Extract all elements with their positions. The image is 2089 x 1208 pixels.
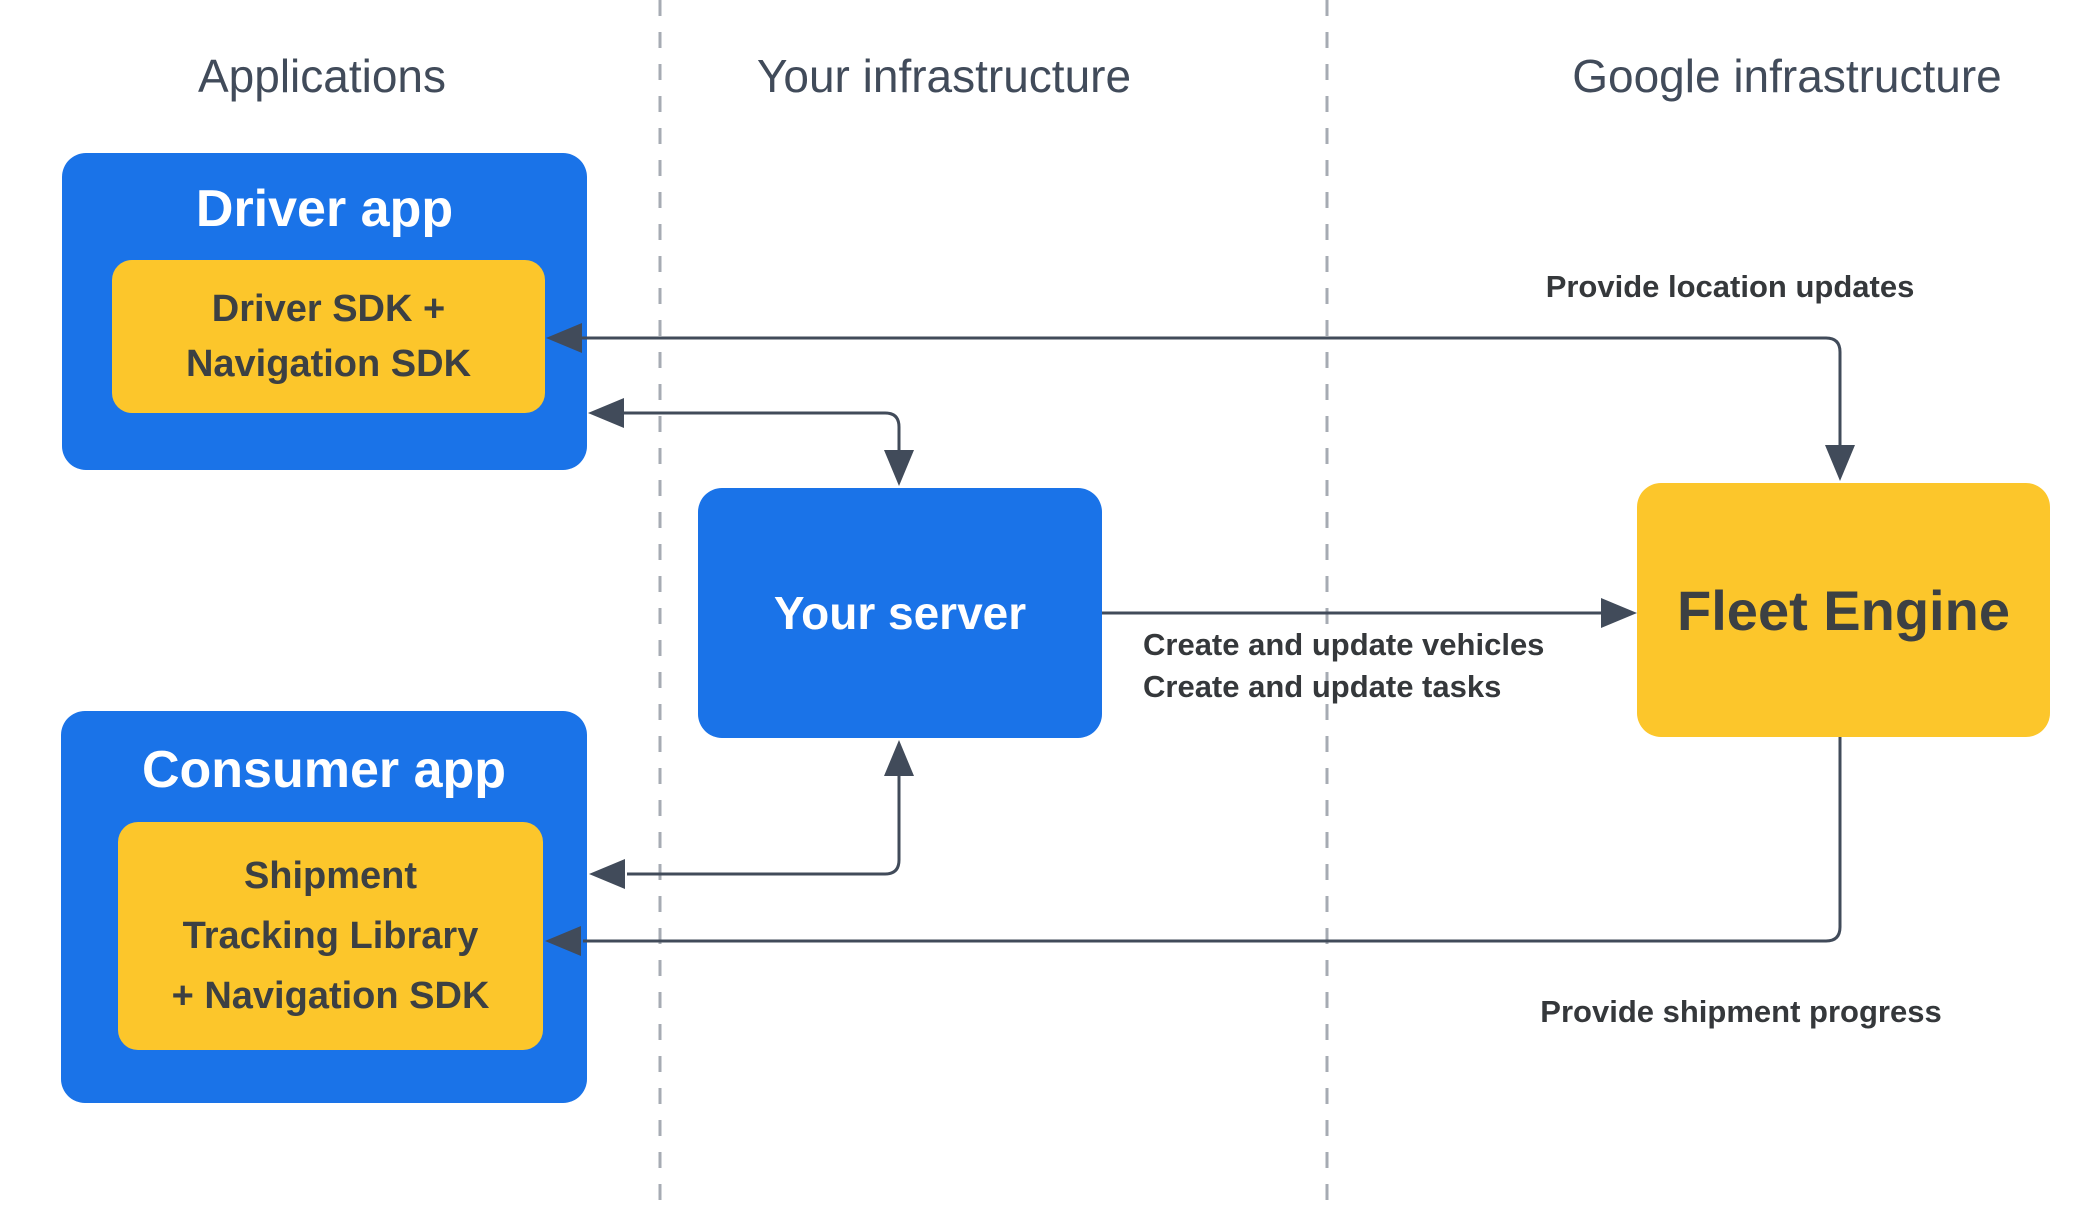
column-header-applications: Applications <box>197 50 447 102</box>
label-create-and-update-vehicles: Create and update vehicles <box>1143 627 1545 662</box>
shipment-tracking-line: + Navigation SDK <box>171 975 490 1017</box>
arrowhead-into-your-server-bottom <box>884 740 914 776</box>
your-server-title: Your server <box>773 587 1027 639</box>
fleet-engine-title: Fleet Engine <box>1677 578 2010 642</box>
shipment-tracking-line: Shipment <box>243 855 418 897</box>
arrowhead-into-consumer-app <box>589 859 625 889</box>
arrow-provide-shipment-progress <box>583 737 1842 943</box>
arrow-driver-app-your-server <box>622 411 901 452</box>
driver-sdk-line: Navigation SDK <box>185 342 472 385</box>
your-server-node: Your server <box>698 488 1102 738</box>
label-provide-location-updates: Provide location updates <box>1545 269 1915 304</box>
arrowhead-into-fleet-engine-left <box>1601 598 1637 628</box>
arrowhead-into-fleet-engine-top <box>1825 445 1855 481</box>
consumer-app-title: Consumer app <box>141 741 507 799</box>
column-header-google-infrastructure: Google infrastructure <box>1572 50 2002 102</box>
driver-app-node: Driver app Driver SDK + Navigation SDK <box>62 153 587 470</box>
fleet-engine-node: Fleet Engine <box>1637 483 2050 737</box>
driver-app-title: Driver app <box>195 180 454 238</box>
consumer-app-node: Consumer app Shipment Tracking Library +… <box>61 711 587 1103</box>
driver-sdk-line: Driver SDK + <box>211 287 446 330</box>
shipment-tracking-library-box: Shipment Tracking Library + Navigation S… <box>118 822 543 1050</box>
shipment-tracking-line: Tracking Library <box>182 915 479 957</box>
arrow-consumer-app-your-server <box>627 774 901 876</box>
label-create-and-update: Create and update vehicles Create and up… <box>1143 624 1544 708</box>
label-provide-shipment-progress: Provide shipment progress <box>1540 994 1942 1029</box>
label-create-and-update-tasks: Create and update tasks <box>1143 669 1502 704</box>
arrowhead-into-your-server-top <box>884 450 914 486</box>
driver-sdk-box: Driver SDK + Navigation SDK <box>112 260 545 413</box>
arrow-provide-location-updates <box>580 336 1842 447</box>
column-header-your-infrastructure: Your infrastructure <box>756 50 1132 102</box>
arrowhead-into-driver-app <box>588 398 624 428</box>
